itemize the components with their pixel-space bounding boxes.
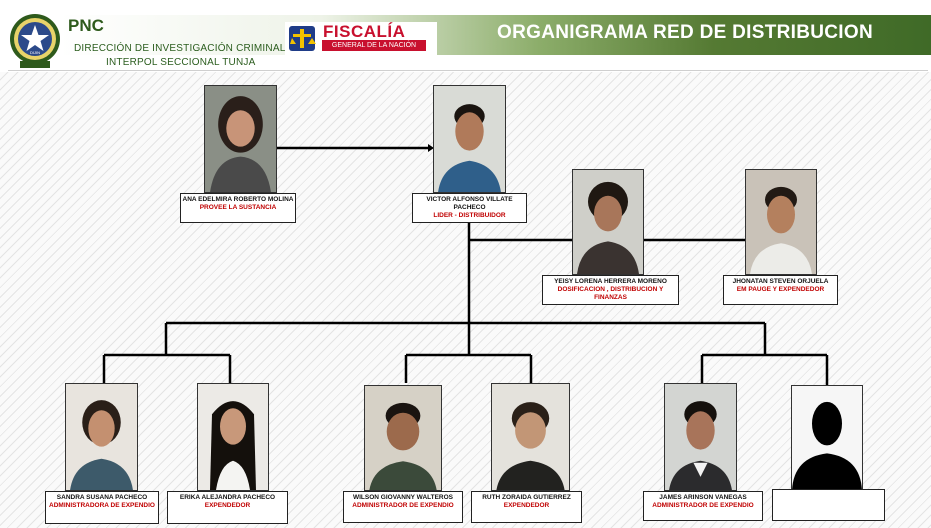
photo-unidentified	[791, 385, 863, 491]
person-silhouette-icon	[577, 181, 639, 274]
person-silhouette-icon	[369, 402, 437, 490]
title-band	[60, 15, 931, 55]
pnc-label: PNC	[68, 16, 104, 35]
person-silhouette-icon	[750, 186, 812, 274]
card-yeisy-lorena: YEISY LORENA HERRERA MORENO DOSIFICACION…	[542, 275, 679, 305]
person-silhouette-icon	[496, 402, 565, 490]
direction-line-2: INTERPOL SECCIONAL TUNJA	[106, 57, 256, 68]
card-wilson-giovanny: WILSON GIOVANNY WALTEROS ADMINISTRADOR D…	[343, 491, 463, 523]
person-role: EXPENDEDOR	[503, 502, 550, 509]
badge-label: DIJIN	[30, 50, 40, 55]
person-role: ADMINISTRADORA DE EXPENDIO	[49, 502, 155, 509]
card-ruth-zoraida: RUTH ZORAIDA GUTIERREZ EXPENDEDOR	[471, 491, 582, 523]
photo-erika-alejandra	[197, 383, 269, 491]
card-unidentified	[772, 489, 885, 521]
arrow-head-icon	[428, 144, 434, 152]
card-erika-alejandra: ERIKA ALEJANDRA PACHECO EXPENDEDOR	[167, 491, 288, 524]
photo-james-arinson	[664, 383, 737, 491]
card-james-arinson: JAMES ARINSON VANEGAS ADMINISTRADOR DE E…	[643, 491, 763, 521]
header: DIJIN PNC DIRECCIÓN DE INVESTIGACIÓN CRI…	[0, 0, 931, 72]
person-role: EXPENDEDOR	[204, 502, 251, 509]
card-jhonatan-steven: JHONATAN STEVEN ORJUELA EM PAUGE Y EXPEN…	[723, 275, 838, 305]
person-role: ADMINISTRADOR DE EXPENDIO	[652, 502, 754, 509]
person-name: SANDRA SUSANA PACHECO	[56, 494, 148, 501]
fiscalia-subtitle: GENERAL DE LA NACIÓN	[322, 40, 426, 51]
person-name: VICTOR ALFONSO VILLATE PACHECO	[426, 196, 513, 211]
police-badge-logo: DIJIN	[6, 12, 66, 72]
person-silhouette-icon	[210, 96, 271, 192]
card-victor-alfonso: VICTOR ALFONSO VILLATE PACHECO LIDER - D…	[412, 193, 527, 223]
page-title: ORGANIGRAMA RED DE DISTRIBUCION	[497, 22, 873, 43]
photo-ruth-zoraida	[491, 383, 570, 491]
person-silhouette-icon	[210, 401, 256, 490]
person-role: EM PAUGE Y EXPENDEDOR	[736, 286, 825, 293]
photo-wilson-giovanny	[364, 385, 442, 491]
unknown-person-silhouette-icon	[792, 401, 862, 490]
direction-line-1: DIRECCIÓN DE INVESTIGACIÓN CRIMINAL E	[74, 43, 295, 54]
person-name: RUTH ZORAIDA GUTIERREZ	[482, 494, 571, 501]
person-silhouette-icon	[70, 400, 133, 490]
person-role: PROVEE LA SUSTANCIA	[199, 204, 277, 211]
person-name: JHONATAN STEVEN ORJUELA	[732, 278, 829, 285]
person-name: ERIKA ALEJANDRA PACHECO	[179, 494, 276, 501]
photo-victor-alfonso	[433, 85, 506, 193]
photo-jhonatan-steven	[745, 169, 817, 275]
person-name: WILSON GIOVANNY WALTEROS	[352, 494, 454, 501]
card-ana-edelmira: ANA EDELMIRA ROBERTO MOLINA PROVEE LA SU…	[180, 193, 296, 223]
person-silhouette-icon	[438, 104, 501, 192]
card-sandra-susana: SANDRA SUSANA PACHECO ADMINISTRADORA DE …	[45, 491, 159, 524]
fiscalia-title: FISCALÍA	[323, 22, 406, 41]
person-role: LIDER - DISTRIBUIDOR	[433, 212, 506, 219]
header-divider	[8, 70, 928, 71]
person-name: JAMES ARINSON VANEGAS	[659, 494, 747, 501]
person-silhouette-icon	[669, 401, 732, 490]
person-role: DOSIFICACION , DISTRIBUCION Y FINANZAS	[557, 286, 664, 301]
person-name: YEISY LORENA HERRERA MORENO	[554, 278, 667, 285]
photo-ana-edelmira	[204, 85, 277, 193]
photo-yeisy-lorena	[572, 169, 644, 275]
person-name: ANA EDELMIRA ROBERTO MOLINA	[182, 196, 294, 203]
photo-sandra-susana	[65, 383, 138, 491]
person-role: ADMINISTRADOR DE EXPENDIO	[352, 502, 454, 509]
